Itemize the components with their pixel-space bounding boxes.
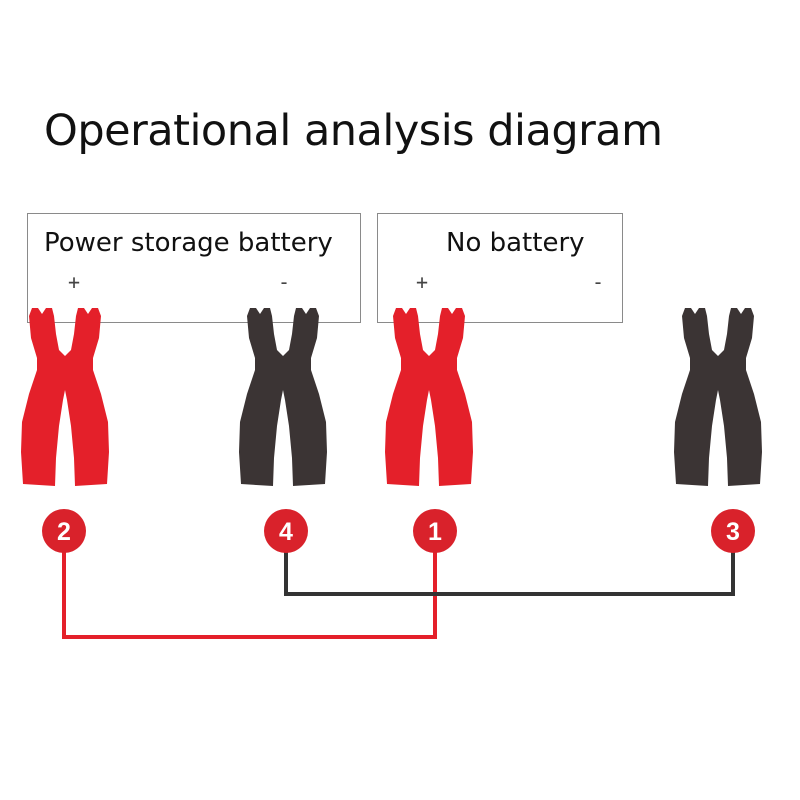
black-clamp-icon	[674, 308, 762, 486]
red-clamp-icon	[21, 308, 109, 486]
badge-number: 1	[428, 518, 442, 546]
negative-terminal-label: -	[278, 270, 291, 294]
clamp-4-black	[239, 308, 327, 486]
clamp-1-red	[385, 308, 473, 486]
black-clamp-icon	[239, 308, 327, 486]
badge-number: 3	[726, 518, 740, 546]
clamp-2-red	[21, 308, 109, 486]
battery-label: No battery	[446, 228, 585, 258]
badge-1: 1	[413, 509, 457, 553]
black-wire	[284, 552, 735, 596]
red-clamp-icon	[385, 308, 473, 486]
badge-3: 3	[711, 509, 755, 553]
no-battery-box: No battery + -	[377, 213, 623, 323]
badge-2: 2	[42, 509, 86, 553]
clamp-3-black	[674, 308, 762, 486]
badge-number: 2	[57, 518, 71, 546]
negative-terminal-label: -	[592, 270, 605, 294]
page-title: Operational analysis diagram	[44, 106, 663, 156]
battery-label: Power storage battery	[44, 228, 333, 258]
positive-terminal-label: +	[416, 270, 429, 294]
positive-terminal-label: +	[68, 270, 81, 294]
badge-4: 4	[264, 509, 308, 553]
badge-number: 4	[279, 518, 293, 546]
power-storage-battery-box: Power storage battery + -	[27, 213, 361, 323]
